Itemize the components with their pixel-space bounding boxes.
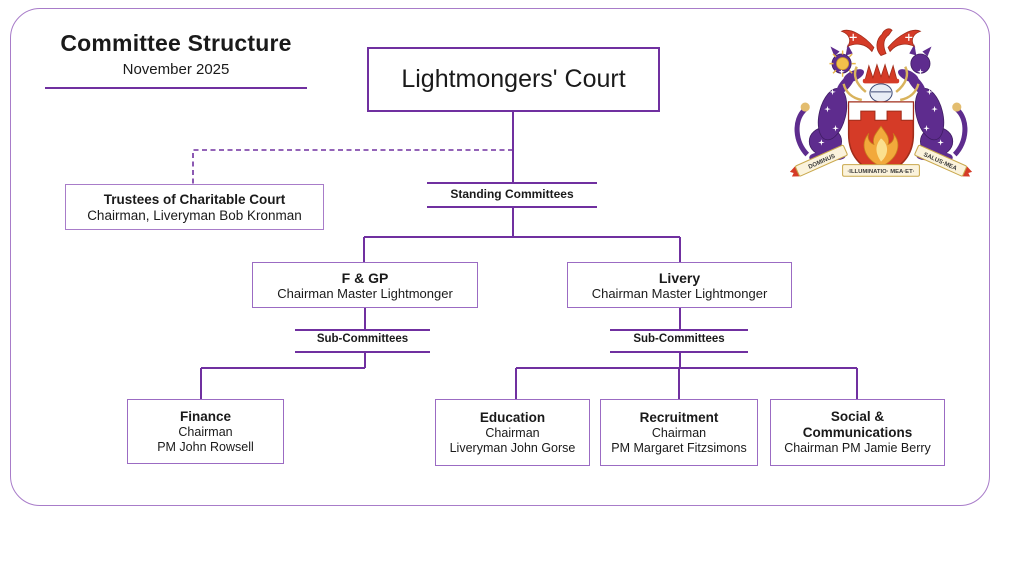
fgp-sub-committees-label: Sub-Committees xyxy=(316,333,409,345)
org-node-lightmongers-court: Lightmongers' Court xyxy=(367,47,660,112)
education-title: Education xyxy=(479,409,546,425)
social-title: Social & Communications xyxy=(802,409,913,440)
org-node-trustees: Trustees of Charitable Court Chairman, L… xyxy=(65,184,324,230)
shield-icon xyxy=(847,101,915,176)
livery-title: Livery xyxy=(658,269,701,286)
fgp-chairman: Chairman Master Lightmonger xyxy=(277,285,453,301)
org-node-social-communications: Social & Communications Chairman PM Jami… xyxy=(770,399,945,466)
flame-inner xyxy=(876,138,888,162)
fgp-title: F & GP xyxy=(341,269,389,286)
finance-title: Finance xyxy=(179,408,231,424)
org-node-recruitment: Recruitment Chairman PM Margaret Fitzsim… xyxy=(600,399,758,466)
education-line2: Liveryman John Gorse xyxy=(449,440,576,455)
helmet-icon xyxy=(869,83,893,103)
root-title: Lightmongers' Court xyxy=(401,65,626,93)
recruitment-line2: PM Margaret Fitzsimons xyxy=(611,440,747,455)
motto-center-text: ·ILLUMINATIO· MEA·ET· xyxy=(847,169,914,175)
radiant-crown-icon xyxy=(864,63,898,82)
trustees-chairman: Chairman, Liveryman Bob Kronman xyxy=(87,207,302,223)
lightmongers-coat-of-arms: DOMINUS SALUS·MEA ·ILLUMINATIO· MEA·ET· xyxy=(789,28,973,177)
motto-scroll-center: ·ILLUMINATIO· MEA·ET· xyxy=(842,164,920,177)
right-supporter-beast-icon xyxy=(897,44,968,163)
education-line1: Chairman xyxy=(485,425,540,440)
connector-trustees-dashed xyxy=(192,149,513,184)
recruitment-line1: Chairman xyxy=(651,425,707,440)
finance-line2: PM John Rowsell xyxy=(157,439,254,454)
org-node-fgp: F & GP Chairman Master Lightmonger xyxy=(252,262,478,308)
social-line1: Chairman PM Jamie Berry xyxy=(784,441,931,455)
page-title: Committee Structure xyxy=(60,30,292,56)
page-subtitle: November 2025 xyxy=(122,61,230,78)
finance-line1: Chairman xyxy=(178,424,233,439)
mantling-leaves-icon xyxy=(842,66,920,102)
recruitment-title: Recruitment xyxy=(639,409,719,425)
header-underline xyxy=(45,87,307,89)
sun-icon xyxy=(829,50,856,77)
standing-committees-label: Standing Committees xyxy=(450,187,574,201)
livery-chairman: Chairman Master Lightmonger xyxy=(591,285,768,301)
livery-sub-committees-label: Sub-Committees xyxy=(633,333,725,345)
org-node-finance: Finance Chairman PM John Rowsell xyxy=(127,399,284,464)
page-header: Committee Structure November 2025 xyxy=(45,30,307,89)
crown-band xyxy=(862,78,900,84)
trustees-title: Trustees of Charitable Court xyxy=(103,191,286,207)
dragon-crest-icon xyxy=(840,28,922,57)
org-node-livery: Livery Chairman Master Lightmonger xyxy=(567,262,792,308)
org-node-education: Education Chairman Liveryman John Gorse xyxy=(435,399,590,466)
